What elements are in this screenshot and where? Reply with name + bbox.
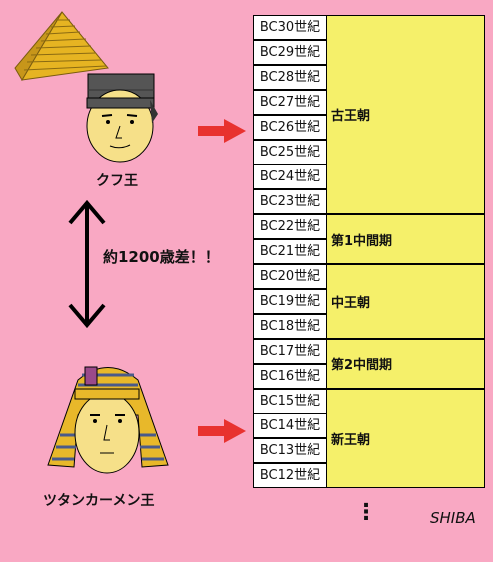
century-cell: BC16世紀 [253, 363, 327, 389]
century-cell: BC23世紀 [253, 189, 327, 215]
signature: SHIBA [430, 509, 476, 527]
century-cell: BC13世紀 [253, 438, 327, 464]
century-cell: BC26世紀 [253, 114, 327, 140]
century-cell: BC15世紀 [253, 388, 327, 414]
century-cell: BC29世紀 [253, 39, 327, 65]
red-arrow-tutankhamun [198, 419, 246, 443]
century-cell: BC25世紀 [253, 139, 327, 165]
period-cell: 第1中間期 [326, 214, 485, 265]
khufu-label: クフ王 [96, 173, 138, 189]
tutankhamun-portrait [47, 366, 169, 474]
century-cell: BC28世紀 [253, 64, 327, 90]
century-cell: BC17世紀 [253, 338, 327, 364]
double-arrow [68, 199, 106, 329]
century-cell: BC14世紀 [253, 413, 327, 439]
century-cell: BC18世紀 [253, 313, 327, 339]
period-cell: 第2中間期 [326, 338, 485, 389]
century-cell: BC21世紀 [253, 239, 327, 265]
century-cell: BC22世紀 [253, 214, 327, 240]
continuation-dots: ⋮ [355, 500, 377, 525]
khufu-portrait [86, 73, 158, 163]
century-cell: BC20世紀 [253, 264, 327, 289]
tutankhamun-label: ツタンカーメン王 [43, 493, 155, 509]
century-cell: BC24世紀 [253, 164, 327, 190]
century-cell: BC19世紀 [253, 288, 327, 314]
pyramid-illustration [14, 11, 109, 81]
period-cell: 古王朝 [326, 15, 485, 215]
period-cell: 中王朝 [326, 264, 485, 339]
period-cell: 新王朝 [326, 388, 485, 489]
century-cell: BC30世紀 [253, 15, 327, 40]
red-arrow-khufu [198, 119, 246, 143]
century-cell: BC12世紀 [253, 463, 327, 489]
age-gap-text: 約1200歳差！！ [103, 248, 220, 266]
century-cell: BC27世紀 [253, 89, 327, 115]
